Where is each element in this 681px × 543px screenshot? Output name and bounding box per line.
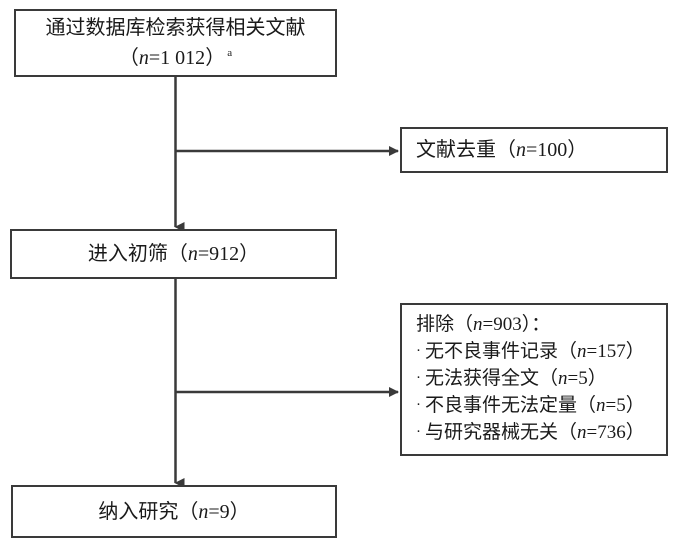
node-records-excluded: 排除（n=903）： ·无不良事件记录（n=157） ·无法获得全文（n=5） … (400, 303, 668, 456)
node-records-screened: 进入初筛（n=912） (10, 229, 337, 279)
paren-open: （ (454, 314, 474, 336)
node-duplicates-removed-text: 文献去重（n=100） (416, 135, 587, 165)
node-records-screened-text: 进入初筛（n=912） (88, 239, 259, 269)
n-value: =1 012 (148, 47, 206, 69)
n-symbol: n (577, 341, 587, 363)
exclusion-reason-label: 无不良事件记录 (425, 341, 559, 363)
paren-open: （ (167, 243, 188, 265)
paren-open: （ (558, 341, 578, 363)
node-records-identified: 通过数据库检索获得相关文献 （n=1 012）a (14, 9, 337, 77)
n-value: =912 (197, 243, 240, 265)
node-records-identified-line1: 通过数据库检索获得相关文献 (45, 17, 306, 39)
paren-close: ） (625, 341, 645, 363)
bullet-icon: · (416, 370, 421, 387)
n-value: =100 (526, 139, 568, 161)
node-duplicates-removed-label: 文献去重 (416, 139, 496, 161)
bullet-icon: · (416, 396, 421, 413)
paren-open: （ (558, 421, 578, 443)
n-symbol: n (596, 394, 606, 416)
n-value: =5 (605, 394, 626, 416)
node-records-excluded-header: 排除（n=903）： (416, 312, 550, 339)
paren-open: （ (577, 394, 597, 416)
exclusion-reason-item: ·不良事件无法定量（n=5） (416, 393, 645, 420)
paren-close: ） (625, 394, 645, 416)
paren-close: ） (567, 139, 588, 161)
paren-close-colon: ）： (521, 314, 551, 336)
node-studies-included-text: 纳入研究（n=9） (98, 497, 249, 527)
paren-close: ） (587, 368, 607, 390)
n-symbol: n (138, 47, 149, 69)
n-symbol: n (473, 314, 483, 336)
n-symbol: n (198, 500, 209, 523)
paren-close: ） (205, 47, 226, 69)
n-value: =9 (208, 500, 230, 523)
paren-close: ） (239, 243, 260, 265)
n-symbol: n (516, 139, 526, 161)
node-records-screened-label: 进入初筛 (87, 243, 168, 265)
footnote-marker: a (227, 47, 233, 60)
exclusion-reason-label: 无法获得全文 (425, 368, 540, 390)
bullet-icon: · (416, 343, 421, 360)
n-value: =903 (482, 314, 522, 336)
paren-close: ） (229, 500, 250, 523)
n-symbol: n (558, 368, 568, 390)
paren-close: ） (625, 421, 645, 443)
exclusion-reason-item: ·与研究器械无关（n=736） (416, 420, 645, 447)
exclusion-reason-label: 与研究器械无关 (425, 421, 559, 443)
paren-open: （ (178, 500, 199, 523)
paren-open: （ (118, 47, 139, 69)
n-value: =736 (586, 421, 626, 443)
paren-open: （ (496, 139, 516, 161)
n-value: =157 (586, 341, 626, 363)
paren-open: （ (539, 368, 559, 390)
node-records-excluded-label: 排除 (416, 314, 455, 336)
n-symbol: n (187, 243, 198, 265)
bullet-icon: · (416, 423, 421, 440)
n-value: =5 (567, 368, 588, 390)
exclusion-reason-item: ·无法获得全文（n=5） (416, 366, 607, 393)
node-studies-included: 纳入研究（n=9） (11, 485, 337, 538)
exclusion-reason-label: 不良事件无法定量 (425, 394, 578, 416)
n-symbol: n (577, 421, 587, 443)
node-records-identified-line2: （n=1 012）a (119, 43, 232, 73)
exclusion-reason-item: ·无不良事件记录（n=157） (416, 339, 645, 366)
node-studies-included-label: 纳入研究 (98, 500, 179, 523)
node-duplicates-removed: 文献去重（n=100） (400, 127, 668, 173)
